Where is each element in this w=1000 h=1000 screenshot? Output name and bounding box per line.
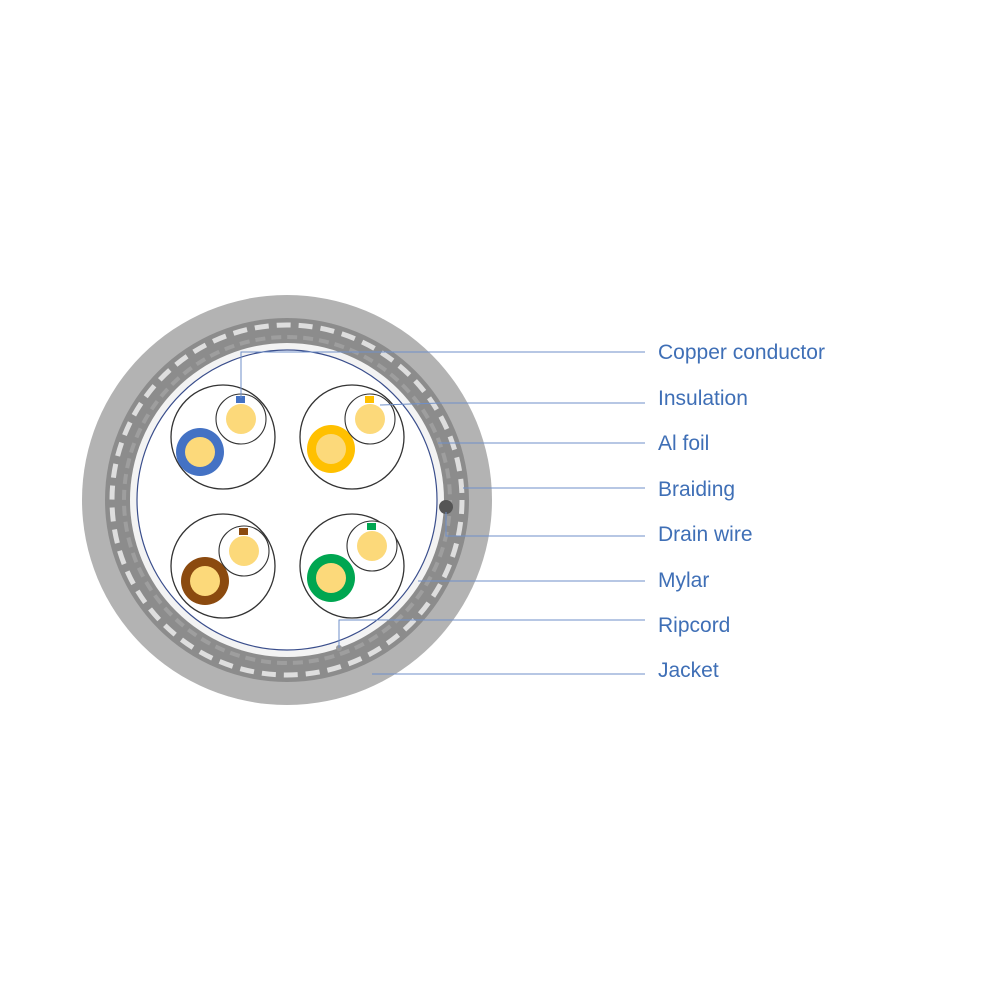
label-insulation: Insulation [658,387,748,410]
mylar [136,349,438,651]
label-jacket: Jacket [658,659,719,682]
label-braiding: Braiding [658,478,735,501]
label-mylar: Mylar [658,569,709,592]
copper-core [229,536,259,566]
stripe-mark [367,523,376,530]
copper-core [355,404,385,434]
leader-drain-wire [445,512,645,537]
leader-copper-conductor [240,351,645,398]
stripe-mark [239,528,248,535]
leader-ripcord [338,619,645,648]
leader-insulation [379,402,645,406]
pair-brown [170,513,276,619]
braiding-inner-strands [122,335,452,665]
stripe-mark [236,396,245,403]
copper-core [316,434,346,464]
label-al-foil: Al foil [658,432,709,455]
leader-lines [240,351,645,675]
pair-blue [170,384,276,490]
labels: Copper conductor Insulation Al foil Brai… [658,341,825,682]
stripe-mark [365,396,374,403]
pair-orange [299,384,405,490]
twisted-pairs [170,384,405,619]
label-drain-wire: Drain wire [658,523,753,546]
copper-core [316,563,346,593]
braiding-strands [109,322,465,678]
drain-wire [439,500,453,514]
pair-green [299,513,405,619]
copper-core [357,531,387,561]
copper-core [190,566,220,596]
cable-section [82,295,492,705]
label-ripcord: Ripcord [658,614,730,637]
copper-core [185,437,215,467]
copper-core [226,404,256,434]
label-copper-conductor: Copper conductor [658,341,825,364]
